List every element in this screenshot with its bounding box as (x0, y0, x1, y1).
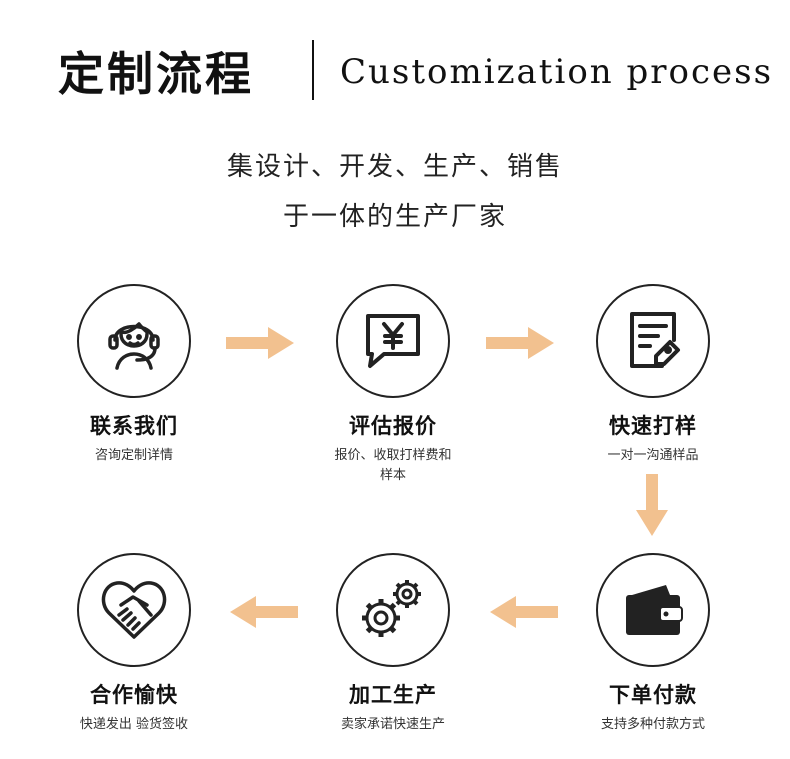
step-contact-us: 联系我们 咨询定制详情 (34, 284, 234, 466)
arrow-right-1 (226, 327, 294, 359)
step-circle (77, 553, 191, 667)
handshake-heart-icon (101, 581, 167, 639)
step-description: 咨询定制详情 (94, 448, 173, 463)
step-production: 加工生产 卖家承诺快速生产 (293, 553, 493, 735)
step-description: 支持多种付款方式 (600, 717, 705, 732)
subtitle-line-1: 集设计、开发、生产、销售 (226, 152, 563, 182)
arrow-left-1 (490, 596, 558, 628)
wallet-icon (626, 585, 683, 635)
arrow-right-2 (486, 327, 554, 359)
step-circle (77, 284, 191, 398)
headset-person-icon (108, 322, 160, 370)
step-quick-sample: 快速打样 一对一沟通样品 (553, 284, 753, 466)
step-title: 联系我们 (90, 414, 178, 438)
yuan-speech-bubble-icon (366, 314, 420, 368)
step-title: 下单付款 (609, 683, 697, 707)
step-title: 加工生产 (349, 683, 437, 707)
step-circle (596, 284, 710, 398)
arrow-left-2 (230, 596, 298, 628)
document-sample-icon (630, 312, 680, 368)
step-description: 卖家承诺快速生产 (340, 717, 445, 732)
arrow-down (636, 474, 668, 536)
step-circle (596, 553, 710, 667)
page-title: 定制流程 (58, 47, 254, 101)
step-title: 快速打样 (609, 414, 697, 438)
step-circle (336, 284, 450, 398)
step-description: 快递发出 验货签收 (79, 717, 189, 732)
step-order-payment: 下单付款 支持多种付款方式 (553, 553, 753, 735)
subtitle-line-2: 于一体的生产厂家 (282, 202, 507, 232)
gears-icon (362, 580, 421, 637)
header: 定制流程 Customization process (0, 0, 790, 110)
title-divider (312, 40, 314, 100)
step-title: 合作愉快 (90, 683, 178, 707)
page-title-english: Customization process (340, 52, 774, 92)
step-circle (336, 553, 450, 667)
step-description: 报价、收取打样费和样本 (334, 448, 452, 483)
step-evaluate-quote: 评估报价 报价、收取打样费和样本 (293, 284, 493, 486)
step-title: 评估报价 (349, 414, 437, 438)
step-description: 一对一沟通样品 (607, 448, 699, 463)
step-happy-cooperation: 合作愉快 快递发出 验货签收 (34, 553, 234, 735)
